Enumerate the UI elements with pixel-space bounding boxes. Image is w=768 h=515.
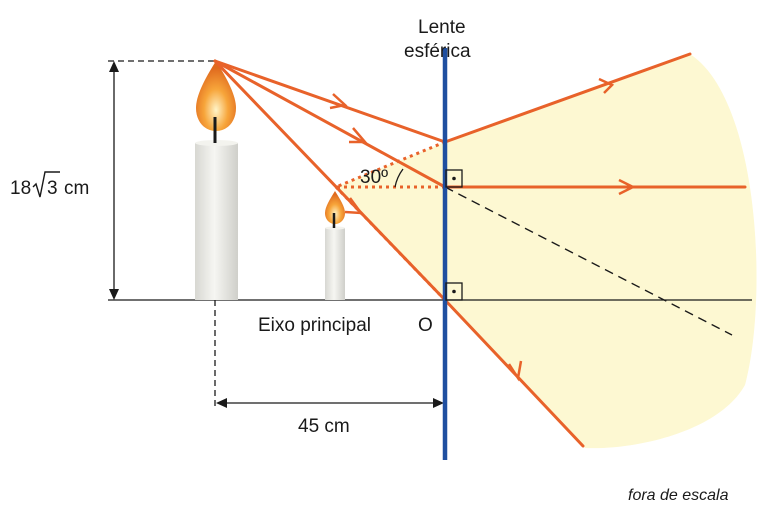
light-cone-region <box>336 54 757 449</box>
ray-incident-center <box>213 59 447 189</box>
object-flame <box>196 61 236 131</box>
image-flame <box>325 191 345 224</box>
height-arrow-bottom <box>109 289 119 300</box>
height-arrow-top <box>109 61 119 72</box>
right-angle-marker-center <box>445 169 463 188</box>
central-ray-continuation <box>444 186 733 336</box>
virtual-extension-bottom <box>334 185 447 302</box>
ray-incident-bottom <box>213 59 447 302</box>
image-candle <box>325 191 345 300</box>
arrow-incident-top <box>329 93 348 110</box>
arrow-refracted-bottom <box>507 360 523 382</box>
distance-arrow-left <box>216 398 227 408</box>
arrow-incident-bottom <box>344 197 364 215</box>
optical-center-label: O <box>418 315 433 336</box>
angle-label: 30º <box>360 167 388 188</box>
ray-refracted-top <box>443 52 692 144</box>
lens-label-line1: Lente <box>418 17 466 38</box>
sqrt-symbol <box>32 171 60 198</box>
distance-arrow-right <box>433 398 444 408</box>
height-label-root: 3 <box>47 178 58 199</box>
height-label-number: 18 <box>10 178 31 199</box>
arrow-refracted-parallel <box>618 178 636 196</box>
distance-label: 45 cm <box>298 416 350 437</box>
scale-note: fora de escala <box>628 487 729 504</box>
object-candle <box>195 61 238 300</box>
arrow-incident-center <box>349 127 368 144</box>
ray-incident-top <box>213 59 447 144</box>
height-label: 18 3 cm <box>10 171 89 199</box>
lens-label-line2: esférica <box>404 41 471 62</box>
angle-arc <box>394 168 404 188</box>
principal-axis-label: Eixo principal <box>258 315 371 336</box>
right-angle-marker-axis <box>445 282 463 301</box>
height-label-unit: cm <box>64 178 89 199</box>
virtual-extension-top <box>335 140 446 189</box>
arrow-refracted-top <box>598 77 615 94</box>
